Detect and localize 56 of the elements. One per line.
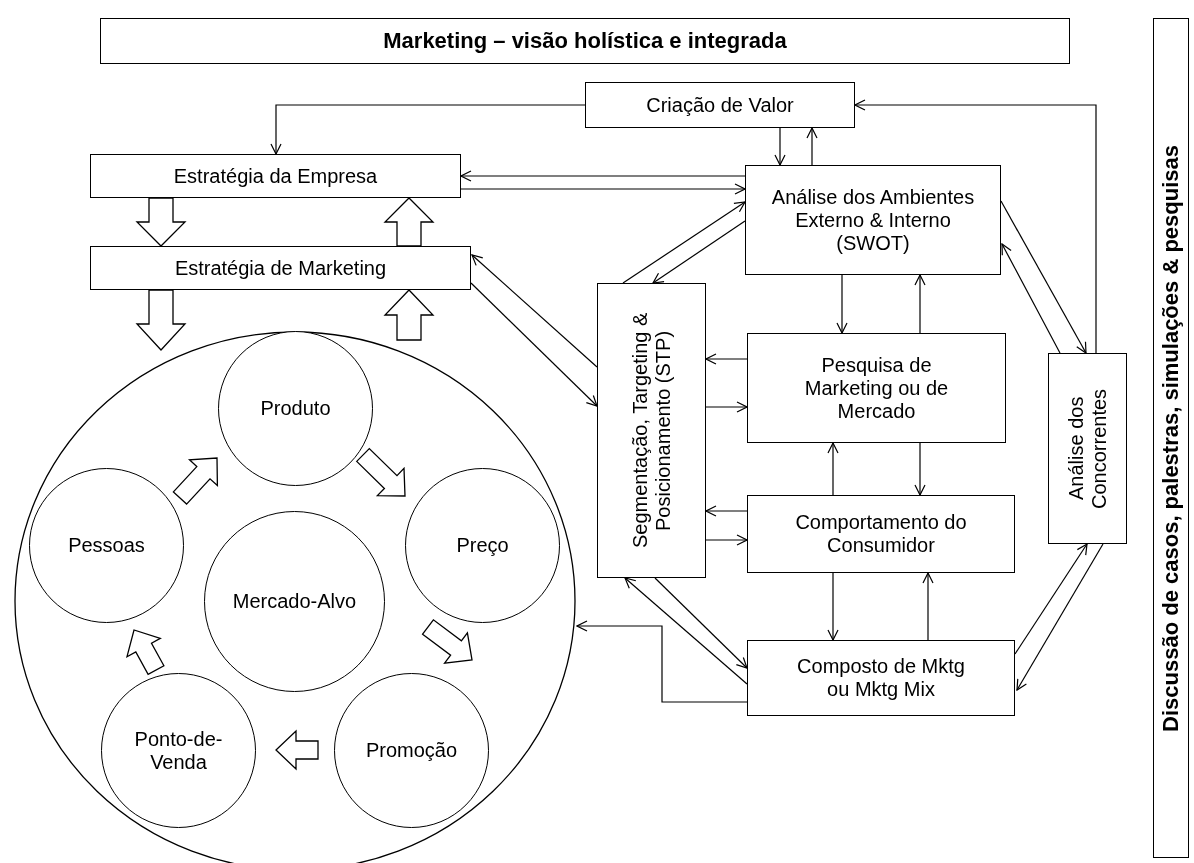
arrow <box>1014 543 1088 655</box>
block-arrow <box>135 197 187 247</box>
circle-node: Preço <box>405 468 560 623</box>
block-arrow <box>135 289 187 351</box>
process-box: Comportamento do Consumidor <box>747 495 1015 573</box>
process-box <box>597 283 706 578</box>
arrow <box>705 534 748 546</box>
arrow <box>470 282 598 407</box>
arrow <box>836 274 848 334</box>
arrow <box>914 442 926 496</box>
block-arrow <box>383 197 435 247</box>
circle-node: Mercado-Alvo <box>204 511 385 692</box>
process-box: Criação de Valor <box>585 82 855 128</box>
arrow <box>624 577 748 685</box>
arrow <box>652 220 746 284</box>
block-arrow <box>355 447 406 497</box>
circle-node: Ponto-de-Venda <box>101 673 256 828</box>
process-box: Análise dos Ambientes Externo & Interno (SWOT) <box>745 165 1001 275</box>
arrow <box>705 401 748 413</box>
process-box: Estratégia da Empresa <box>90 154 461 198</box>
arrow <box>827 442 839 496</box>
arrow <box>471 254 598 368</box>
box-label: Segmentação, Targeting & Posicionamento (STP) <box>628 311 675 551</box>
title-banner: Marketing – visão holística e integrada <box>100 18 1070 64</box>
block-arrow <box>275 729 319 771</box>
arrow <box>622 201 746 284</box>
arrow <box>914 274 926 334</box>
side-banner <box>1153 18 1189 858</box>
arrow <box>270 104 586 155</box>
circle-node: Pessoas <box>29 468 184 623</box>
block-arrow <box>383 289 435 341</box>
process-box: Pesquisa de Marketing ou de Mercado <box>747 333 1006 443</box>
arrow <box>705 353 748 365</box>
circle-node: Produto <box>218 331 373 486</box>
arrow <box>854 99 1097 354</box>
circle-node: Promoção <box>334 673 489 828</box>
arrow <box>827 572 839 641</box>
arrow <box>922 572 934 641</box>
arrow <box>460 170 746 182</box>
process-box: Composto de Mktg ou Mktg Mix <box>747 640 1015 716</box>
arrow <box>1000 200 1087 354</box>
arrow <box>705 505 748 517</box>
block-arrow <box>421 618 473 665</box>
block-arrow <box>172 457 219 505</box>
process-box: Estratégia de Marketing <box>90 246 471 290</box>
arrow <box>1001 243 1061 354</box>
arrow <box>774 127 786 166</box>
block-arrow <box>126 629 165 676</box>
box-label: Análise dos Concorrentes <box>1064 387 1111 511</box>
side-banner-text: Discussão de casos, palestras, simulações & pesquisas <box>1158 144 1184 732</box>
arrow <box>806 127 818 166</box>
arrow <box>654 577 748 669</box>
arrow <box>1016 543 1104 691</box>
arrow <box>460 183 746 195</box>
process-box <box>1048 353 1127 544</box>
arrow <box>576 620 748 703</box>
